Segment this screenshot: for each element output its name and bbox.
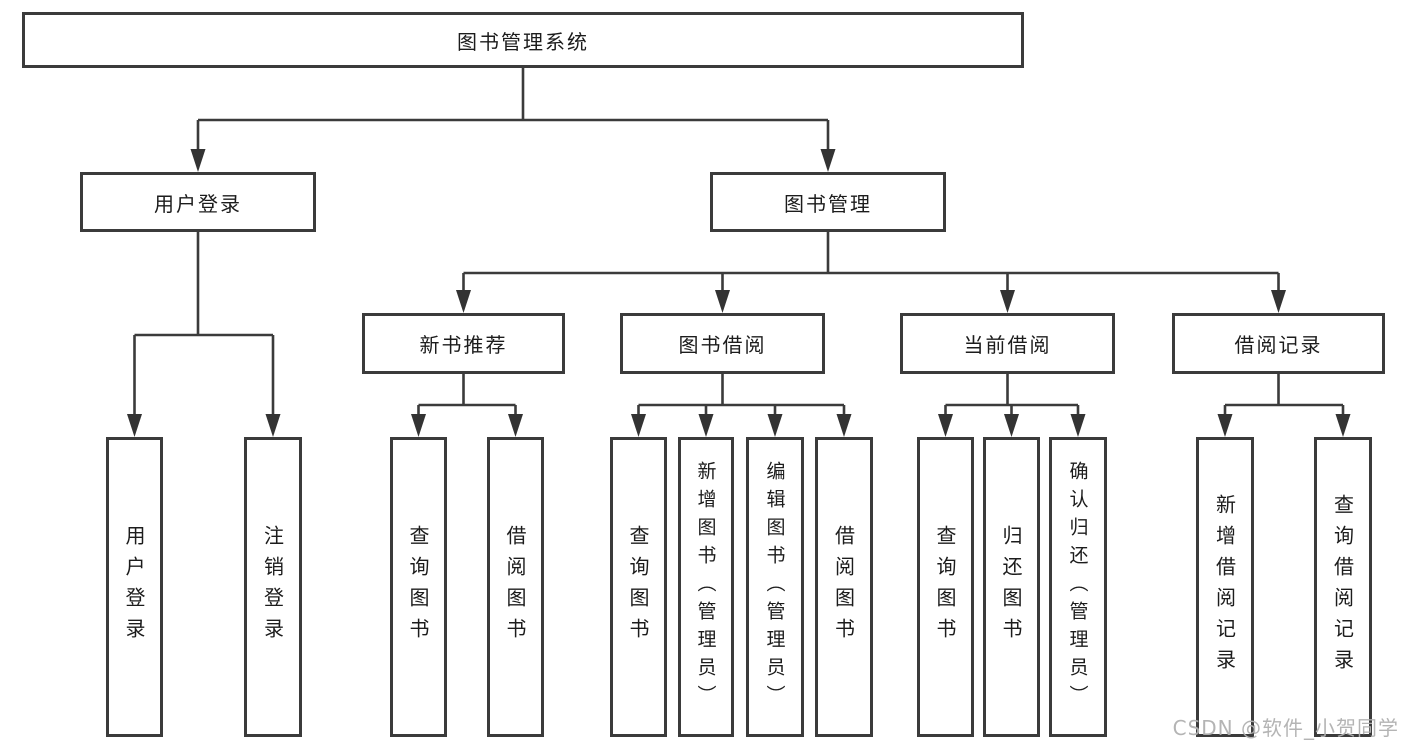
leaf-add-book-admin: 新增图书（管理员） xyxy=(678,437,734,737)
node-book-borrow: 图书借阅 xyxy=(620,313,825,374)
node-current-borrow: 当前借阅 xyxy=(900,313,1115,374)
leaf-add-borrow-record: 新增借阅记录 xyxy=(1196,437,1254,737)
leaf-query-book-1: 查询图书 xyxy=(390,437,447,737)
leaf-borrow-book-1: 借阅图书 xyxy=(487,437,544,737)
node-user-login: 用户登录 xyxy=(80,172,316,232)
leaf-logout: 注销登录 xyxy=(244,437,302,737)
leaf-user-login: 用户登录 xyxy=(106,437,163,737)
leaf-query-book-3: 查询图书 xyxy=(917,437,974,737)
node-new-book-recommend: 新书推荐 xyxy=(362,313,565,374)
leaf-query-book-2: 查询图书 xyxy=(610,437,667,737)
leaf-confirm-return-admin: 确认归还（管理员） xyxy=(1049,437,1107,737)
leaf-edit-book-admin: 编辑图书（管理员） xyxy=(746,437,804,737)
leaf-borrow-book-2: 借阅图书 xyxy=(815,437,873,737)
node-root-system: 图书管理系统 xyxy=(22,12,1024,68)
leaf-query-borrow-record: 查询借阅记录 xyxy=(1314,437,1372,737)
node-borrow-record: 借阅记录 xyxy=(1172,313,1385,374)
csdn-watermark: CSDN @软件_小贺同学 xyxy=(1172,716,1399,740)
leaf-return-book: 归还图书 xyxy=(983,437,1040,737)
node-book-management: 图书管理 xyxy=(710,172,946,232)
